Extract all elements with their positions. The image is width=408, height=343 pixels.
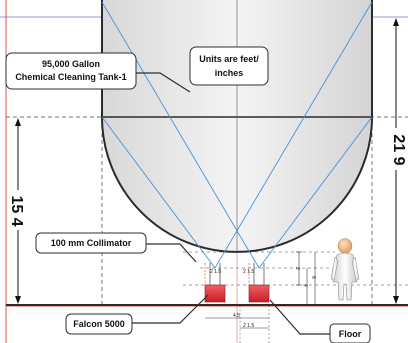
units-line1: Units are feet/ [199, 54, 259, 64]
dim-detector-bottom: 2 1.5 [243, 323, 254, 329]
dim-vertical-b: 4 [302, 284, 308, 287]
dim-bottom-arrow-top [15, 118, 21, 126]
dim-detector-spacing: 4.5 [233, 313, 240, 319]
detector-callout: Falcon 5000 [65, 313, 133, 335]
collimator-sightlines [101, 1, 373, 269]
dim-bottom-height: 15 4 [8, 195, 25, 226]
tank-label-callout: 95,000 Gallon Chemical Cleaning Tank-1 [5, 52, 137, 90]
units-line2: inches [215, 68, 244, 78]
dim-total-arrow-bottom [393, 296, 399, 304]
dim-bottom-arrow-bottom [15, 296, 21, 304]
floor-callout: Floor [329, 323, 371, 343]
collimator-red-marks [204, 263, 250, 285]
tank-label-line1: 95,000 Gallon [42, 59, 100, 69]
floor-label: Floor [339, 329, 362, 339]
dim-collimator-right: 2 1.5 [243, 269, 254, 275]
detector-label: Falcon 5000 [73, 319, 125, 329]
dim-bottom-label-bg [10, 190, 26, 230]
dim-collimator-left: 2 1.5 [210, 269, 221, 275]
collimator-label: 100 mm Collimator [51, 238, 132, 248]
person-figure [330, 238, 360, 301]
units-callout: Units are feet/ inches [189, 46, 269, 86]
vertical-dim-lines [296, 251, 318, 306]
detector-right [248, 284, 270, 303]
dim-total-label-bg [388, 128, 404, 170]
dim-total-height: 21 9 [390, 134, 407, 165]
collimator-ticks [209, 263, 265, 285]
detector-left [204, 284, 226, 303]
collimator-callout: 100 mm Collimator [35, 232, 147, 254]
callout-leaders [130, 72, 330, 335]
dim-total-arrow-top [393, 18, 399, 26]
dim-vertical-a: 2 [294, 267, 300, 270]
dim-vertical-c: 6 [310, 276, 316, 279]
tank-label-line2: Chemical Cleaning Tank-1 [15, 72, 126, 82]
